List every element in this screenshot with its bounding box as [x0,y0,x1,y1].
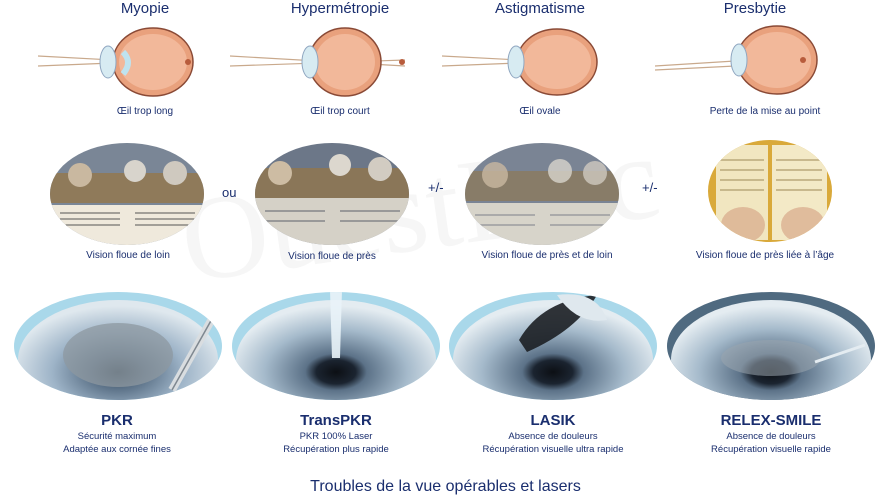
connector-plus-minus-1: +/- [428,180,444,195]
page-footer-title: Troubles de la vue opérables et lasers [310,478,581,495]
caption-vision-pres-et-loin: Vision floue de près et de loin [481,250,613,261]
procedure-line1-transpkr: PKR 100% Laser [299,431,373,442]
title-astigmatisme: Astigmatisme [494,0,586,17]
vision-image-pres-et-loin [465,143,619,245]
procedure-line2-transpkr: Récupération plus rapide [283,444,389,455]
title-myopie: Myopie [120,0,170,17]
eye-diagram-astigmatisme [442,28,598,96]
procedure-image-relex-smile [667,292,875,400]
procedure-line1-relex-smile: Absence de douleurs [726,431,816,442]
caption-oeil-long: Œil trop long [116,106,174,117]
procedure-title-lasik: LASIK [530,412,576,429]
procedure-line1-lasik: Absence de douleurs [508,431,598,442]
caption-vision-loin: Vision floue de loin [86,250,170,261]
title-hypermetropie: Hypermétropie [290,0,390,17]
procedure-line2-relex-smile: Récupération visuelle rapide [711,444,831,455]
caption-mise-au-point: Perte de la mise au point [709,106,821,117]
vision-image-pres [255,143,409,245]
eye-diagram-myopie [38,27,194,97]
procedure-image-transpkr [232,292,440,400]
eye-diagram-hypermetropie [230,27,406,97]
procedure-line1-pkr: Sécurité maximum [77,431,157,442]
caption-oeil-court: Œil trop court [310,106,370,117]
caption-oeil-ovale: Œil ovale [519,106,561,117]
procedure-line2-lasik: Récupération visuelle ultra rapide [482,444,624,455]
caption-vision-presbytie: Vision floue de près liée à l’âge [695,250,835,261]
procedure-title-relex-smile: RELEX-SMILE [720,412,822,429]
eye-diagram-presbytie [655,25,818,95]
connector-ou: ou [222,185,237,200]
vision-image-presbytie [708,140,832,242]
procedure-title-transpkr: TransPKR [300,412,372,429]
procedure-image-pkr [14,292,222,400]
procedure-title-pkr: PKR [101,412,133,429]
title-presbytie: Presbytie [723,0,787,17]
connector-plus-minus-2: +/- [642,180,658,195]
procedure-image-lasik [449,292,657,400]
caption-vision-pres: Vision floue de près [288,251,376,262]
procedure-line2-pkr: Adaptée aux cornée fines [63,444,171,455]
vision-image-loin [50,143,204,245]
